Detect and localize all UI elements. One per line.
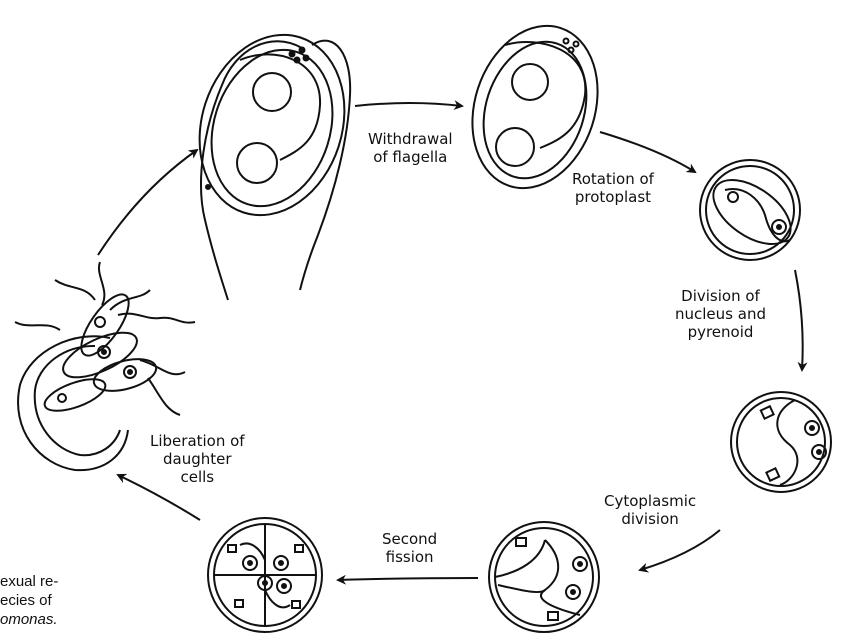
label-cytoplasmic: Cytoplasmic division: [604, 492, 696, 528]
label-liberation: Liberation of daughter cells: [150, 432, 245, 486]
flagella: [15, 262, 195, 415]
label-division: Division of nucleus and pyrenoid: [675, 287, 766, 341]
cell-wall: [489, 522, 599, 632]
cell-wall: [731, 392, 831, 492]
cell-rotated-protoplast: [700, 160, 802, 260]
cycle-arrows: [98, 103, 803, 580]
pyrenoid: [237, 143, 277, 183]
arrow-return: [98, 150, 197, 255]
cell-wall: [700, 160, 800, 260]
arrow-rotation: [600, 132, 695, 172]
nucleus: [512, 64, 548, 100]
label-second-fission: Second fission: [382, 530, 437, 566]
label-rotation: Rotation of protoplast: [572, 170, 654, 206]
cell-nucleus-divided: [731, 392, 831, 492]
cell-wall: [177, 16, 367, 234]
label-withdrawal: Withdrawal of flagella: [368, 130, 453, 166]
protoplast: [467, 28, 603, 191]
arrow-withdrawal: [355, 103, 462, 106]
arrow-division: [795, 270, 803, 370]
daughter-cell-4: [41, 373, 109, 417]
cell-flagellated: [177, 16, 367, 300]
arrow-second-fission: [338, 578, 478, 580]
nucleus: [253, 73, 291, 111]
cell-second-fission: [208, 518, 322, 632]
pyrenoid: [496, 128, 534, 166]
figure-caption: exual re- ecies of omonas.: [0, 572, 58, 629]
arrow-cytoplasmic: [640, 530, 720, 570]
cell-cytoplasmic-division: [489, 522, 599, 632]
